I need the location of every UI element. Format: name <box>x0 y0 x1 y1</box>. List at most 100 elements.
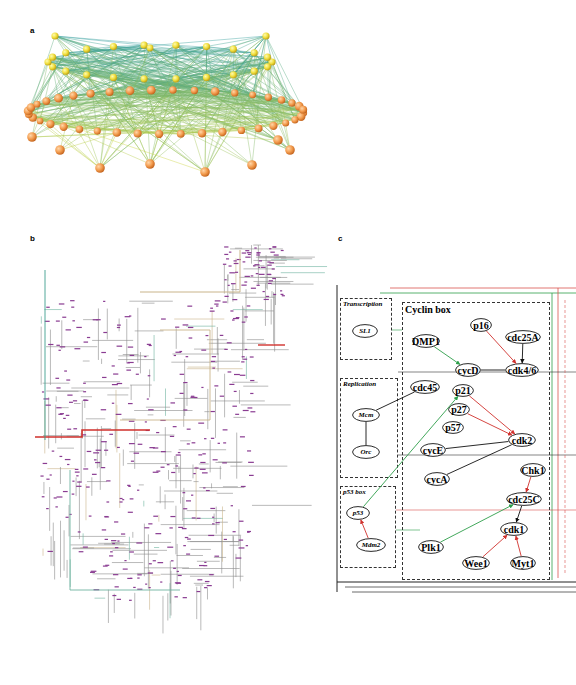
pathway-wire <box>216 507 217 534</box>
pathway-wire <box>172 354 219 355</box>
pathway-glyph <box>250 411 255 412</box>
network-edge <box>55 36 303 110</box>
network-edge <box>60 133 117 150</box>
pathway-glyph <box>240 375 246 376</box>
pathway-glyph <box>234 391 237 392</box>
pathway-wire <box>148 534 149 588</box>
pathway-wire <box>41 327 42 385</box>
pathway-glyph <box>127 485 130 486</box>
pathway-wire <box>91 477 92 495</box>
pathway-glyph <box>130 355 135 356</box>
ellipse-shape <box>453 385 474 397</box>
pathway-wire <box>134 593 135 619</box>
pathway-wire <box>105 441 106 455</box>
pathway-wire <box>132 532 133 538</box>
network-edge <box>138 93 235 134</box>
pathway-glyph <box>183 545 186 546</box>
frame-line <box>352 592 576 593</box>
pathway-glyph <box>45 405 51 406</box>
pathway-wire <box>164 491 217 492</box>
network-node <box>172 75 179 82</box>
pathway-glyph <box>242 356 245 357</box>
pathway-glyph <box>188 327 193 328</box>
pathway-glyph <box>223 429 228 430</box>
network-node <box>262 32 269 39</box>
interaction-arrow <box>516 536 521 556</box>
box-title: Cyclin box <box>403 303 549 316</box>
pathway-wire <box>43 549 44 556</box>
pathway-glyph <box>84 341 89 342</box>
pathway-wire <box>275 279 276 306</box>
pathway-glyph <box>215 300 221 301</box>
box-title: Replication <box>341 379 397 389</box>
pathway-glyph <box>130 498 134 499</box>
pathway-wire <box>241 404 291 405</box>
pathway-glyph <box>48 551 53 552</box>
pathway-glyph <box>103 332 107 333</box>
pathway-wire <box>209 343 266 344</box>
pathway-glyph <box>153 516 158 517</box>
pathway-glyph <box>63 418 66 419</box>
pathway-glyph <box>115 586 119 587</box>
pathway-wire <box>72 548 131 549</box>
pathway-glyph <box>263 291 265 292</box>
pathway-wire <box>154 547 159 548</box>
molecule-node: Wee1 <box>462 556 490 570</box>
pathway-glyph <box>268 283 272 284</box>
network-edge <box>233 36 266 75</box>
pathway-glyph <box>89 515 92 516</box>
pathway-glyph <box>52 451 55 452</box>
pathway-wire <box>118 355 148 356</box>
pathway-glyph <box>120 498 123 499</box>
pathway-glyph <box>187 538 191 539</box>
pathway-glyph <box>218 443 220 444</box>
pathway-glyph <box>174 596 177 597</box>
box-title: Transcription <box>341 299 391 309</box>
pathway-glyph <box>120 501 123 502</box>
pathway-glyph <box>245 257 250 258</box>
network-edge <box>130 57 267 91</box>
ellipse-shape <box>425 473 450 486</box>
pathway-wire <box>130 385 152 386</box>
pathway-glyph <box>133 587 135 588</box>
pathway-wire <box>214 514 215 523</box>
pathway-glyph <box>253 265 255 266</box>
pathway-wire <box>276 266 327 267</box>
pathway-glyph <box>125 316 131 317</box>
network-node <box>231 89 238 96</box>
pathway-glyph <box>83 547 88 548</box>
pathway-glyph <box>116 414 122 415</box>
pathway-glyph <box>106 501 109 502</box>
pathway-wire <box>184 359 185 416</box>
ellipse-shape <box>421 444 446 457</box>
molecule-node: cdk1 <box>500 522 528 536</box>
pathway-glyph <box>243 261 246 262</box>
pathway-wire <box>165 388 166 415</box>
panel-label: c <box>338 234 342 243</box>
pathway-glyph <box>117 599 121 600</box>
pathway-wire <box>232 382 258 383</box>
network-edge <box>130 57 267 91</box>
pathway-glyph <box>66 517 69 518</box>
network-node <box>269 122 277 130</box>
network-edge <box>113 47 303 114</box>
molecule-name: p53 <box>351 508 366 518</box>
pathway-glyph <box>223 442 226 443</box>
pathway-wire <box>137 308 138 363</box>
pathway-glyph <box>251 288 256 289</box>
pathway-wire <box>221 532 222 574</box>
pathway-glyph <box>117 383 122 384</box>
pathway-wire <box>243 386 268 387</box>
pathway-glyph <box>104 450 108 451</box>
pathway-glyph <box>234 374 240 375</box>
ellipse-shape <box>411 381 440 394</box>
network-node <box>177 130 185 138</box>
pathway-glyph <box>228 285 230 286</box>
network-edge <box>266 36 292 103</box>
pathway-glyph <box>145 421 147 422</box>
network-node <box>155 130 163 138</box>
pathway-wire <box>140 352 141 373</box>
pathway-glyph <box>117 327 120 328</box>
pathway-wire <box>176 456 177 489</box>
pathway-glyph <box>161 451 166 452</box>
